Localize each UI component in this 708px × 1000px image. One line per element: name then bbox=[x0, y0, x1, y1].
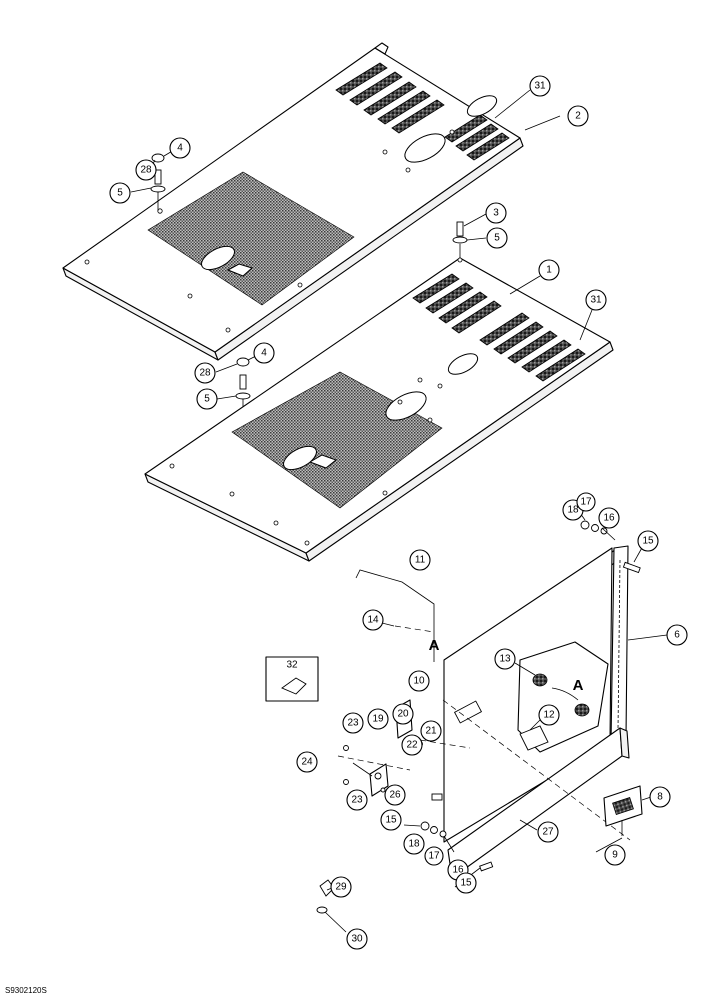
view-letter-right: A bbox=[573, 677, 584, 694]
callout-23-upper: 23 bbox=[342, 712, 364, 734]
svg-text:5: 5 bbox=[204, 394, 210, 405]
callout-4-mid: 4 bbox=[253, 342, 275, 364]
svg-text:30: 30 bbox=[351, 934, 363, 945]
callout-22: 22 bbox=[401, 734, 423, 756]
callout-5-lower: 5 bbox=[196, 388, 218, 410]
svg-text:14: 14 bbox=[367, 615, 379, 626]
svg-text:21: 21 bbox=[425, 726, 437, 737]
svg-text:1: 1 bbox=[546, 265, 552, 276]
svg-text:19: 19 bbox=[372, 714, 384, 725]
callout-15-mid: 15 bbox=[380, 809, 402, 831]
callout-13: 13 bbox=[494, 648, 516, 670]
svg-text:31: 31 bbox=[534, 81, 546, 92]
callout-18-lower: 18 bbox=[403, 833, 425, 855]
callout-19: 19 bbox=[367, 708, 389, 730]
svg-text:17: 17 bbox=[428, 851, 440, 862]
callout-31-mid: 31 bbox=[585, 289, 607, 311]
callout-17-top: 17 bbox=[576, 492, 596, 512]
callout-21: 21 bbox=[420, 720, 442, 742]
svg-text:11: 11 bbox=[415, 555, 426, 566]
svg-text:18: 18 bbox=[408, 839, 420, 850]
callout-29: 29 bbox=[330, 876, 352, 898]
svg-text:4: 4 bbox=[177, 143, 183, 154]
svg-text:28: 28 bbox=[199, 368, 211, 379]
svg-text:18: 18 bbox=[567, 505, 579, 516]
callout-4-top: 4 bbox=[169, 137, 191, 159]
callout-26: 26 bbox=[384, 784, 406, 806]
svg-text:20: 20 bbox=[397, 709, 409, 720]
svg-text:4: 4 bbox=[261, 348, 267, 359]
svg-text:28: 28 bbox=[140, 165, 152, 176]
svg-text:5: 5 bbox=[117, 188, 123, 199]
svg-text:5: 5 bbox=[494, 233, 500, 244]
callout-28-top: 28 bbox=[135, 159, 157, 181]
callout-32: 32 bbox=[286, 660, 298, 671]
callout-20: 20 bbox=[392, 703, 414, 725]
callout-24: 24 bbox=[296, 751, 318, 773]
callout-30: 30 bbox=[346, 928, 368, 950]
svg-text:17: 17 bbox=[580, 497, 592, 508]
svg-text:23: 23 bbox=[347, 718, 359, 729]
callout-10: 10 bbox=[408, 670, 430, 692]
svg-text:26: 26 bbox=[389, 790, 401, 801]
svg-text:31: 31 bbox=[590, 295, 602, 306]
callout-12: 12 bbox=[538, 704, 560, 726]
svg-text:13: 13 bbox=[499, 654, 511, 665]
callout-1: 1 bbox=[538, 259, 560, 281]
svg-text:8: 8 bbox=[657, 792, 663, 803]
callout-14: 14 bbox=[362, 609, 384, 631]
callout-5-top: 5 bbox=[109, 182, 131, 204]
callout-15-lower: 15 bbox=[455, 872, 477, 894]
document-id: S9302120S bbox=[5, 986, 47, 995]
svg-text:29: 29 bbox=[335, 882, 347, 893]
callout-5-mid: 5 bbox=[486, 227, 508, 249]
callout-28-mid: 28 bbox=[194, 362, 216, 384]
svg-text:15: 15 bbox=[642, 536, 654, 547]
svg-text:16: 16 bbox=[452, 865, 464, 876]
callout-leaders bbox=[130, 149, 668, 933]
lower-cover-panel bbox=[144, 257, 614, 562]
svg-text:15: 15 bbox=[460, 878, 472, 889]
callouts: 28 4 5 31 2 3 5 1 31 28 4 5 18 17 16 15 … bbox=[109, 75, 688, 950]
upper-cover-panel bbox=[62, 42, 561, 361]
upper-panel-hardware bbox=[150, 153, 468, 412]
callout-9: 9 bbox=[604, 844, 626, 866]
svg-text:6: 6 bbox=[674, 630, 680, 641]
svg-text:32: 32 bbox=[286, 660, 298, 671]
svg-text:9: 9 bbox=[612, 850, 618, 861]
callout-17-lower: 17 bbox=[424, 846, 444, 866]
callout-27: 27 bbox=[537, 821, 559, 843]
svg-text:10: 10 bbox=[413, 676, 425, 687]
svg-text:27: 27 bbox=[542, 827, 554, 838]
svg-text:2: 2 bbox=[575, 111, 581, 122]
svg-text:12: 12 bbox=[543, 710, 555, 721]
svg-text:23: 23 bbox=[351, 795, 363, 806]
callout-16-top: 16 bbox=[598, 507, 620, 529]
callout-31-top: 31 bbox=[529, 75, 551, 97]
svg-text:15: 15 bbox=[385, 815, 397, 826]
access-door-assembly bbox=[265, 520, 643, 914]
callout-6: 6 bbox=[666, 624, 688, 646]
svg-text:22: 22 bbox=[406, 740, 418, 751]
svg-text:16: 16 bbox=[603, 513, 615, 524]
callout-15-top: 15 bbox=[637, 530, 659, 552]
callout-2: 2 bbox=[567, 105, 589, 127]
callout-11: 11 bbox=[409, 549, 431, 571]
view-letter-left: A bbox=[429, 637, 440, 654]
callout-23-lower: 23 bbox=[346, 789, 368, 811]
callout-8: 8 bbox=[649, 786, 671, 808]
svg-text:3: 3 bbox=[493, 208, 499, 219]
callout-3: 3 bbox=[485, 202, 507, 224]
svg-text:24: 24 bbox=[301, 757, 313, 768]
